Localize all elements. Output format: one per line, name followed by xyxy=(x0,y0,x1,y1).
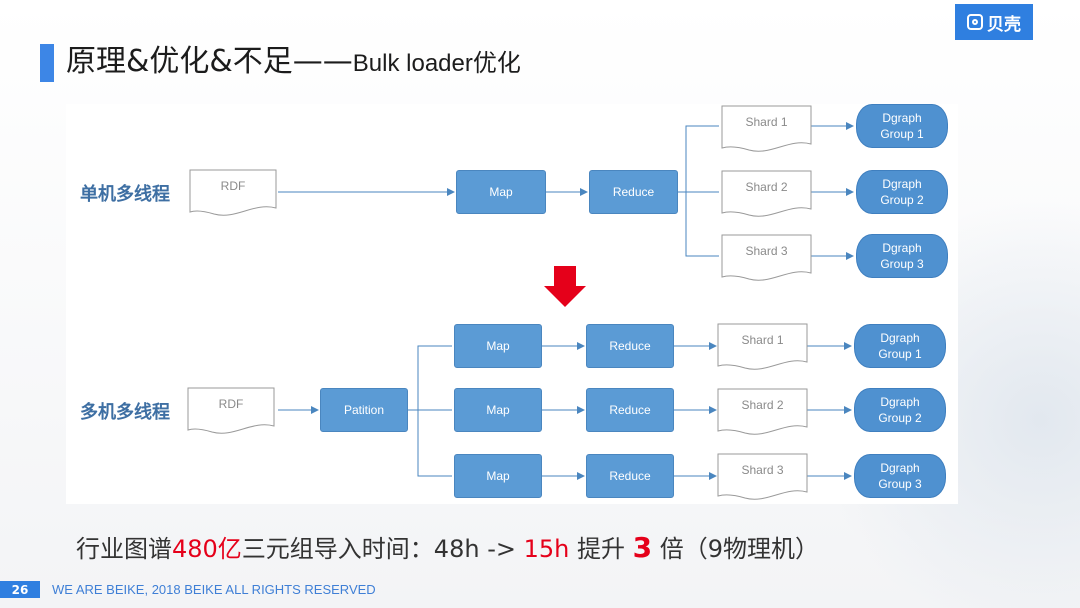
diagram-connectors xyxy=(187,105,854,500)
shard-node: Shard 3 xyxy=(741,463,784,477)
stat-count: 480亿 xyxy=(172,535,242,563)
title-main: 原理&优化&不足—— xyxy=(66,44,353,79)
reduce-node: Reduce xyxy=(586,454,674,498)
logo-text: 贝壳 xyxy=(987,14,1021,35)
reduce-node: Reduce xyxy=(586,324,674,368)
map-node: Map xyxy=(454,388,542,432)
reduce-node: Reduce xyxy=(589,170,678,214)
title-accent-bar xyxy=(40,44,54,82)
dgraph-group-node: Dgraph Group 1 xyxy=(856,104,948,148)
map-node: Map xyxy=(456,170,546,214)
dgraph-group-node: Dgraph Group 3 xyxy=(856,234,948,278)
stat-factor: 3 xyxy=(632,531,653,564)
footer-copyright: WE ARE BEIKE, 2018 BEIKE ALL RIGHTS RESE… xyxy=(52,582,376,597)
rdf-node: RDF xyxy=(218,397,244,411)
shard-node: Shard 1 xyxy=(745,115,788,129)
bulk-loader-diagram: 单机多线程 多机多线程 RDF Map Reduce Shard 1 Shard… xyxy=(66,104,958,504)
dgraph-group-node: Dgraph Group 2 xyxy=(854,388,946,432)
page-number: 26 xyxy=(0,581,40,598)
stat-prefix: 行业图谱 xyxy=(76,535,172,563)
shard-node: Shard 1 xyxy=(741,333,784,347)
stat-gain-label: 提升 xyxy=(569,535,633,563)
single-machine-label: 单机多线程 xyxy=(80,184,170,205)
stat-after-time: 15h xyxy=(523,535,570,563)
down-arrow-icon xyxy=(544,266,586,307)
dgraph-group-node: Dgraph Group 1 xyxy=(854,324,946,368)
rdf-doc-shape-bottom xyxy=(187,387,275,434)
dgraph-group-node: Dgraph Group 2 xyxy=(856,170,948,214)
reduce-node: Reduce xyxy=(586,388,674,432)
shard-node: Shard 2 xyxy=(745,180,788,194)
shard-node: Shard 2 xyxy=(741,398,784,412)
multi-machine-label: 多机多线程 xyxy=(80,402,170,423)
stat-middle: 三元组导入时间：48h -> xyxy=(241,535,524,563)
page-title: 原理&优化&不足——Bulk loader优化 xyxy=(66,40,521,84)
dgraph-group-node: Dgraph Group 3 xyxy=(854,454,946,498)
fanout-reduce-shards xyxy=(678,125,719,193)
stat-suffix: 倍（9物理机） xyxy=(652,535,819,563)
fanout-partition-maps xyxy=(408,345,452,411)
beike-logo-icon xyxy=(967,14,983,30)
rdf-doc-shape-top xyxy=(189,169,277,216)
beike-logo: 贝壳 xyxy=(955,4,1033,40)
title-sub: Bulk loader优化 xyxy=(352,50,521,77)
rdf-node: RDF xyxy=(220,179,246,193)
shard-node: Shard 3 xyxy=(745,244,788,258)
map-node: Map xyxy=(454,324,542,368)
map-node: Map xyxy=(454,454,542,498)
partition-node: Patition xyxy=(320,388,408,432)
import-stat-line: 行业图谱480亿三元组导入时间：48h -> 15h 提升 3 倍（9物理机） xyxy=(76,528,819,568)
